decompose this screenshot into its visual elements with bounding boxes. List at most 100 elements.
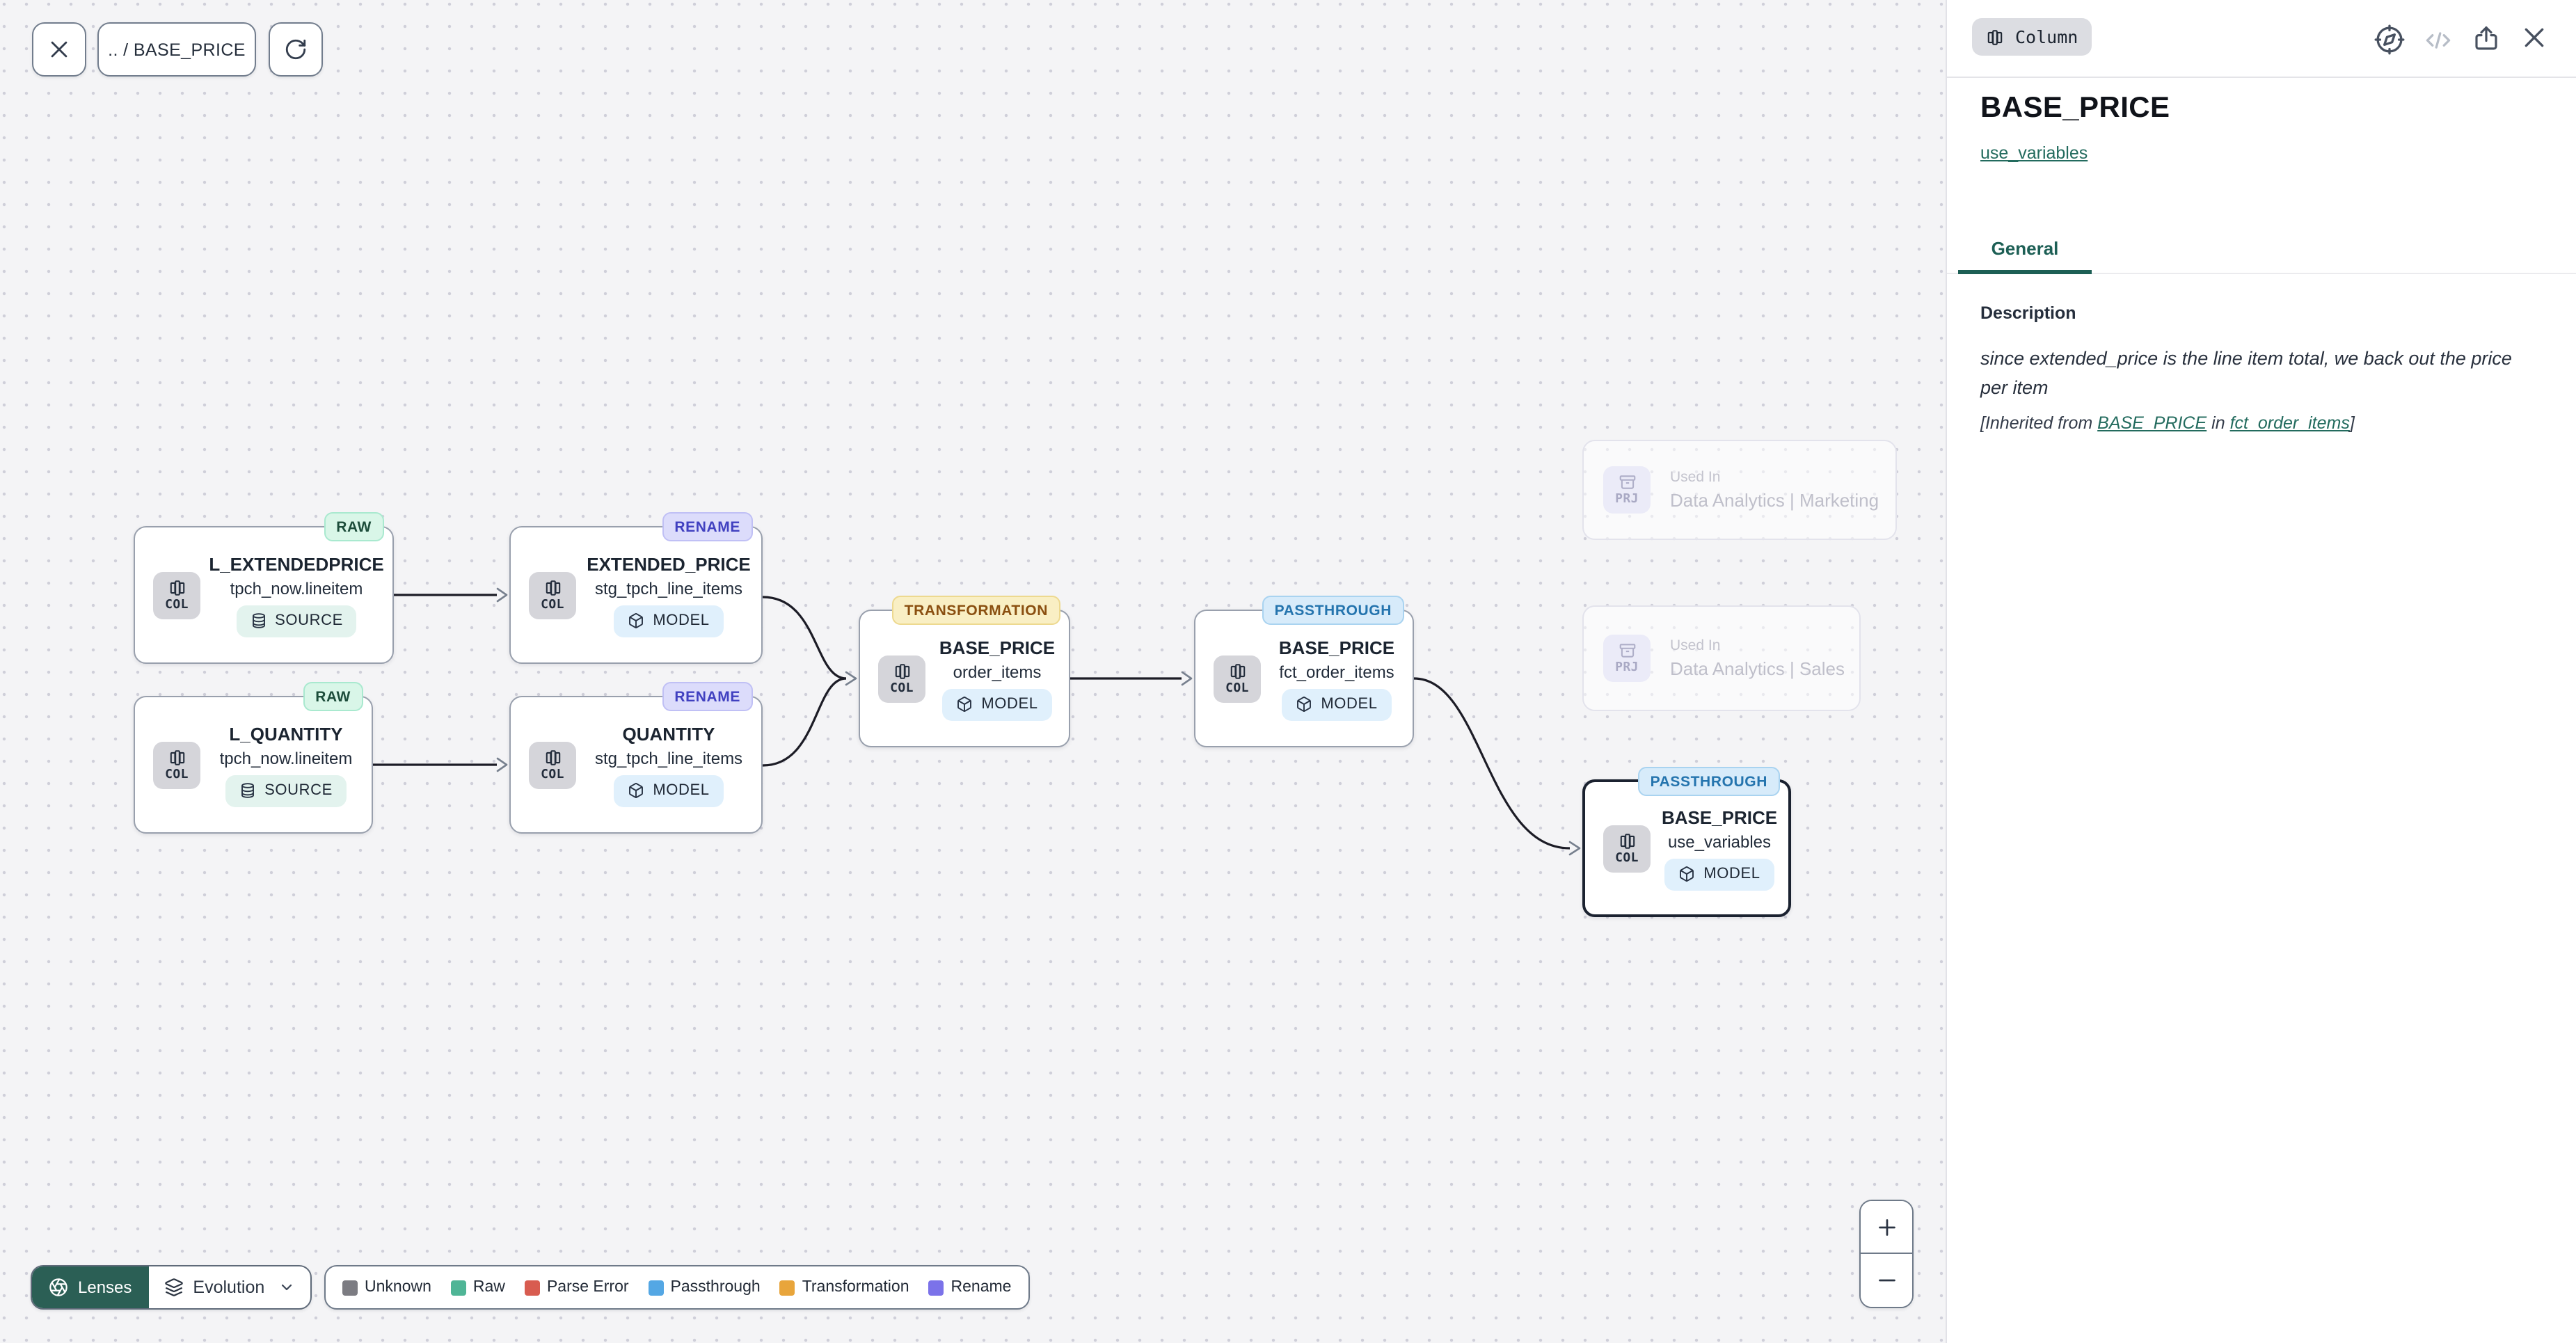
column-kind-box: COL xyxy=(1214,655,1261,702)
node-base-price-use-variables[interactable]: PASSTHROUGH COL BASE_PRICE use_variables… xyxy=(1582,767,1791,917)
kind-label: COL xyxy=(541,598,564,612)
kind-label: PRJ xyxy=(1615,493,1639,507)
breadcrumb[interactable]: .. / BASE_PRICE xyxy=(97,22,256,77)
legend-item: Transformation xyxy=(779,1279,909,1296)
inherited-model-link[interactable]: fct_order_items xyxy=(2229,413,2350,433)
legend-swatch xyxy=(342,1280,358,1295)
breadcrumb-label: .. / BASE_PRICE xyxy=(108,40,246,59)
close-icon xyxy=(47,38,71,61)
lens-legend: Unknown Raw Parse Error Passthrough Tran… xyxy=(324,1265,1030,1310)
model-link[interactable]: use_variables xyxy=(1980,143,2088,163)
lens-badge: RENAME xyxy=(662,682,753,711)
model-cube-icon xyxy=(956,696,973,713)
close-panel-button[interactable] xyxy=(2520,24,2551,54)
lens-selected-value: Evolution xyxy=(193,1278,265,1297)
type-badge-model: MODEL xyxy=(1282,688,1392,720)
used-in-node-sales[interactable]: PRJ Used In Data Analytics | Sales xyxy=(1582,605,1861,711)
node-title: BASE_PRICE xyxy=(1278,637,1395,658)
archive-icon xyxy=(1618,473,1636,491)
plus-icon xyxy=(1874,1214,1899,1239)
node-title: L_EXTENDEDPRICE xyxy=(209,553,384,574)
node-subtitle: stg_tpch_line_items xyxy=(594,748,743,768)
details-panel-header: Column xyxy=(1947,0,2576,78)
type-badge-source: SOURCE xyxy=(225,774,347,806)
legend-swatch xyxy=(648,1280,664,1295)
node-base-price-order-items[interactable]: TRANSFORMATION COL BASE_PRICE order_item… xyxy=(859,596,1070,747)
kind-label: COL xyxy=(165,768,189,781)
columns-icon xyxy=(543,578,562,596)
kind-label: COL xyxy=(165,598,189,612)
tab-general[interactable]: General xyxy=(1958,223,2092,274)
legend-label: Rename xyxy=(951,1279,1012,1296)
code-icon xyxy=(2423,24,2454,57)
legend-label: Parse Error xyxy=(546,1279,629,1296)
type-badge-model: MODEL xyxy=(1664,858,1774,890)
type-label: MODEL xyxy=(1703,866,1760,882)
entity-type-label: Column xyxy=(2015,26,2078,47)
lens-badge: RENAME xyxy=(662,512,753,541)
project-kind-box: PRJ xyxy=(1603,466,1651,514)
inherited-column-link[interactable]: BASE_PRICE xyxy=(2097,413,2207,433)
edge-arrowhead xyxy=(1568,841,1581,856)
panel-actions xyxy=(2374,0,2551,78)
lenses-label: Lenses xyxy=(78,1278,132,1297)
lens-select-dropdown[interactable]: Evolution xyxy=(148,1266,310,1308)
inherited-mid: in xyxy=(2207,413,2230,433)
refresh-icon xyxy=(284,38,308,61)
zoom-out-button[interactable] xyxy=(1861,1254,1912,1307)
node-quantity[interactable]: RENAME COL QUANTITY stg_tpch_line_items … xyxy=(509,682,763,834)
chevron-down-icon xyxy=(278,1279,295,1296)
column-kind-box: COL xyxy=(529,571,576,619)
model-cube-icon xyxy=(1678,866,1695,882)
edge-arrowhead xyxy=(1181,671,1193,686)
legend-swatch xyxy=(524,1280,540,1295)
active-tab-underline xyxy=(1958,270,2092,274)
kind-label: COL xyxy=(1225,681,1249,695)
kind-label: COL xyxy=(541,768,564,781)
node-base-price-fct-order-items[interactable]: PASSTHROUGH COL BASE_PRICE fct_order_ite… xyxy=(1194,596,1414,747)
used-in-name: Data Analytics | Marketing xyxy=(1670,490,1879,511)
kind-label: COL xyxy=(890,681,914,695)
legend-item: Passthrough xyxy=(648,1279,761,1296)
node-l-quantity[interactable]: RAW COL L_QUANTITY tpch_now.lineitem SOU… xyxy=(134,682,373,834)
legend-label: Unknown xyxy=(365,1279,431,1296)
node-title: L_QUANTITY xyxy=(229,723,343,744)
column-kind-box: COL xyxy=(153,741,200,788)
type-label: MODEL xyxy=(981,696,1038,713)
model-cube-icon xyxy=(628,782,644,799)
type-label: SOURCE xyxy=(264,782,333,799)
columns-icon xyxy=(1228,662,1246,680)
lens-badge: PASSTHROUGH xyxy=(1637,767,1780,796)
lens-badge: RAW xyxy=(324,512,384,541)
zoom-in-button[interactable] xyxy=(1861,1201,1912,1254)
used-in-name: Data Analytics | Sales xyxy=(1670,658,1845,679)
panel-tabs: General xyxy=(1947,223,2576,274)
close-graph-button[interactable] xyxy=(32,22,86,77)
page-title: BASE_PRICE xyxy=(1980,92,2170,124)
lineage-canvas[interactable]: .. / BASE_PRICE PRJ Used In Data Analyti… xyxy=(0,0,1946,1343)
node-l-extendedprice[interactable]: RAW COL L_EXTENDEDPRICE tpch_now.lineite… xyxy=(134,512,394,664)
legend-label: Passthrough xyxy=(670,1279,761,1296)
used-in-label: Used In xyxy=(1670,637,1721,654)
view-code-button[interactable] xyxy=(2423,24,2454,54)
share-button[interactable] xyxy=(2472,24,2502,54)
lenses-button[interactable]: Lenses xyxy=(32,1266,149,1308)
lenses-control: Lenses Evolution xyxy=(31,1265,312,1310)
node-subtitle: tpch_now.lineitem xyxy=(230,578,363,598)
refresh-button[interactable] xyxy=(269,22,323,77)
explore-button[interactable] xyxy=(2374,24,2405,54)
node-extended-price[interactable]: RENAME COL EXTENDED_PRICE stg_tpch_line_… xyxy=(509,512,763,664)
details-panel: Column BASE_PRICE use_variables xyxy=(1946,0,2576,1343)
type-badge-model: MODEL xyxy=(614,605,724,637)
minus-icon xyxy=(1874,1268,1899,1293)
lens-badge: RAW xyxy=(303,682,363,711)
kind-label: PRJ xyxy=(1615,661,1639,675)
edge-arrowhead xyxy=(496,587,508,603)
used-in-node-marketing[interactable]: PRJ Used In Data Analytics | Marketing xyxy=(1582,440,1897,540)
project-kind-box: PRJ xyxy=(1603,635,1651,682)
column-kind-box: COL xyxy=(529,741,576,788)
edge xyxy=(762,677,847,767)
columns-icon xyxy=(168,748,186,766)
node-title: EXTENDED_PRICE xyxy=(587,553,751,574)
description-heading: Description xyxy=(1980,303,2076,323)
